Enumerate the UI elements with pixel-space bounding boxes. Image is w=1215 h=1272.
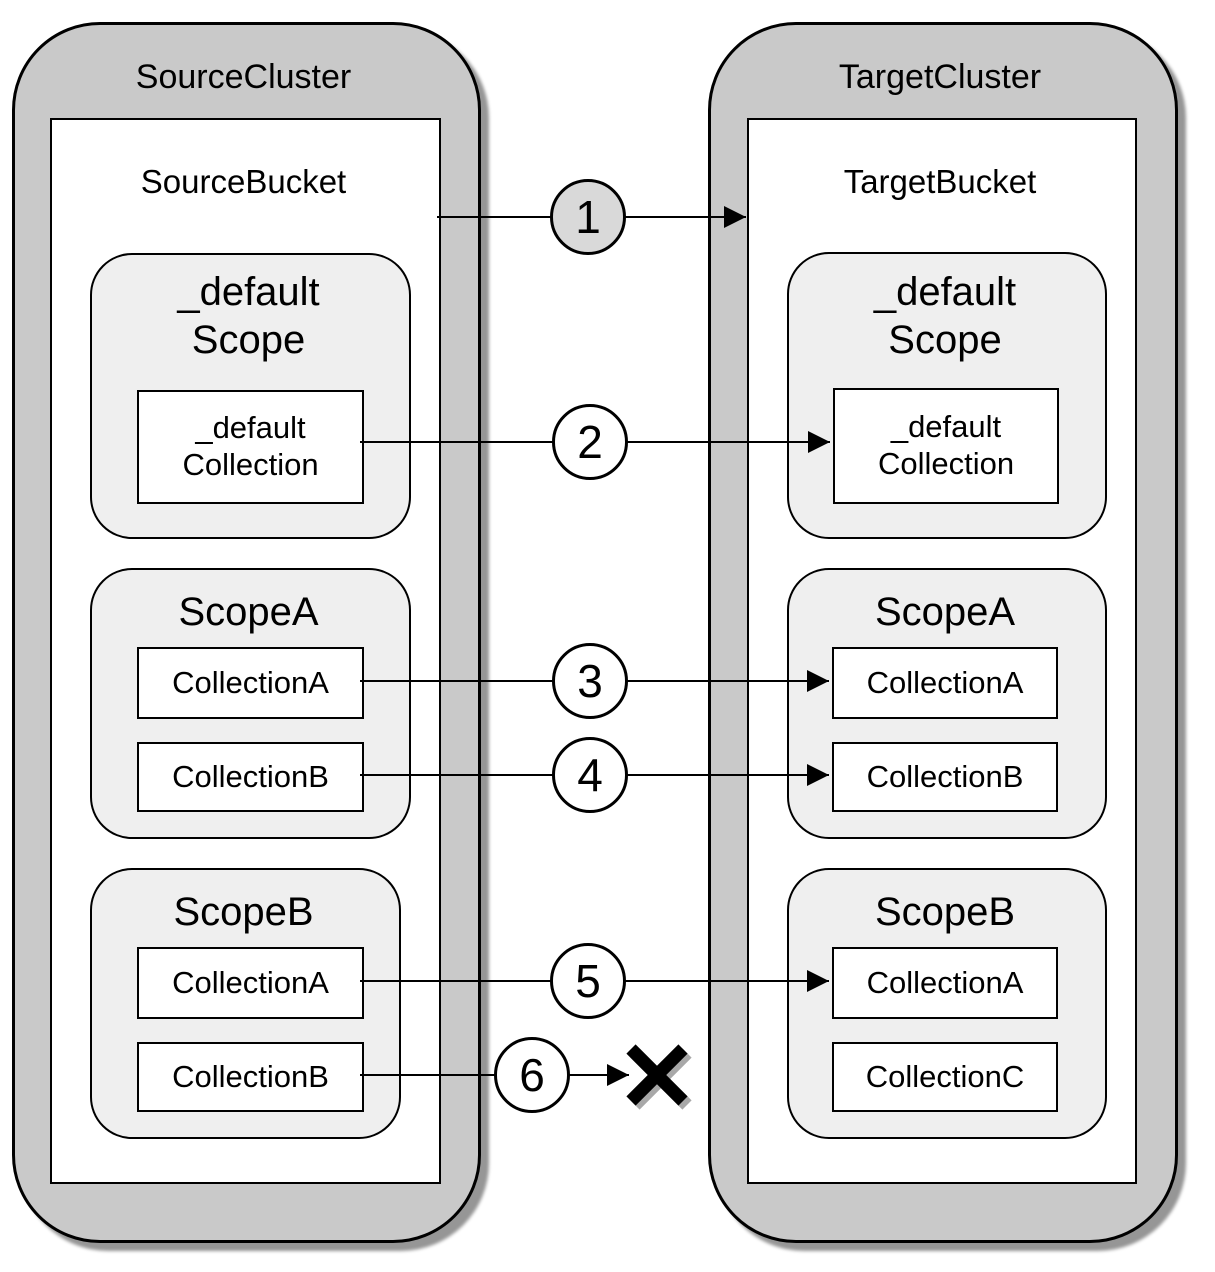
mapping-circle-4: 4 bbox=[552, 737, 628, 813]
source-scope-a-collection-b: CollectionB bbox=[137, 742, 364, 812]
source-scope-b-title: ScopeB bbox=[173, 890, 314, 934]
target-scope-b-title: ScopeB bbox=[874, 890, 1016, 934]
mapping-circle-3: 3 bbox=[552, 643, 628, 719]
source-scope-b-collection-b: CollectionB bbox=[137, 1042, 364, 1112]
target-scope-a-collection-a: CollectionA bbox=[832, 647, 1058, 719]
target-default-collection: _default Collection bbox=[833, 388, 1059, 504]
source-scope-b-collection-a: CollectionA bbox=[137, 947, 364, 1019]
mapping-circle-2: 2 bbox=[552, 404, 628, 480]
source-default-collection: _default Collection bbox=[137, 390, 364, 504]
target-scope-a-title: ScopeA bbox=[874, 590, 1016, 634]
target-cluster-title: TargetCluster bbox=[838, 58, 1042, 96]
source-bucket-title: SourceBucket bbox=[140, 163, 347, 200]
target-scope-b-collection-c: CollectionC bbox=[832, 1042, 1058, 1112]
source-scope-a-title: ScopeA bbox=[178, 590, 319, 634]
mapping-circle-1: 1 bbox=[550, 179, 626, 255]
target-bucket-title: TargetBucket bbox=[843, 163, 1037, 200]
source-default-scope-title: _default Scope bbox=[177, 270, 320, 362]
source-scope-a-collection-a: CollectionA bbox=[137, 647, 364, 719]
target-scope-a-collection-b: CollectionB bbox=[832, 742, 1058, 812]
mapping-circle-6: 6 bbox=[494, 1037, 570, 1113]
blocked-x-icon bbox=[626, 1044, 692, 1110]
target-default-scope-title: _default Scope bbox=[873, 270, 1017, 362]
source-cluster-title: SourceCluster bbox=[135, 58, 352, 96]
target-scope-b-collection-a: CollectionA bbox=[832, 947, 1058, 1019]
mapping-circle-5: 5 bbox=[550, 943, 626, 1019]
